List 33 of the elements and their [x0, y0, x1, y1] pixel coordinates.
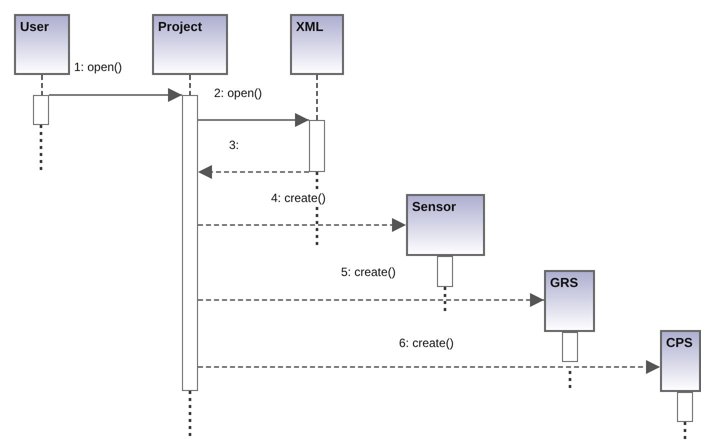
edge-label: 3:	[228, 138, 240, 152]
edge-label: 6: create()	[398, 336, 455, 350]
object-name: Sensor	[412, 199, 458, 214]
object-box	[152, 14, 228, 75]
message-arrow	[49, 88, 182, 102]
message-arrow	[198, 113, 309, 127]
activation-bar	[309, 120, 325, 172]
edge-label: 4: create()	[270, 191, 327, 205]
lifeline	[41, 75, 43, 95]
activation-bar	[437, 256, 453, 287]
message-arrow	[198, 293, 544, 307]
edge-label: 1: open()	[73, 60, 124, 74]
message-arrow	[198, 360, 660, 374]
message-arrow	[198, 218, 406, 232]
lifeline	[189, 75, 191, 95]
object-box	[660, 330, 701, 392]
object-name: CPS	[666, 335, 694, 350]
edge-label: 5: create()	[340, 265, 397, 279]
object-name: XML	[296, 19, 324, 34]
object-box	[290, 14, 344, 75]
object-name: User	[20, 19, 50, 34]
object-name: GRS	[550, 275, 580, 290]
activation-bar	[33, 95, 49, 125]
object-box	[544, 270, 595, 332]
object-box	[406, 194, 485, 256]
message-arrow	[198, 165, 309, 179]
activation-bar	[677, 392, 693, 422]
object-box	[14, 14, 70, 75]
lifeline	[316, 75, 318, 120]
object-name: Project	[158, 19, 204, 34]
edge-label: 2: open()	[213, 86, 264, 100]
activation-bar	[562, 332, 578, 362]
activation-bar	[182, 95, 198, 391]
